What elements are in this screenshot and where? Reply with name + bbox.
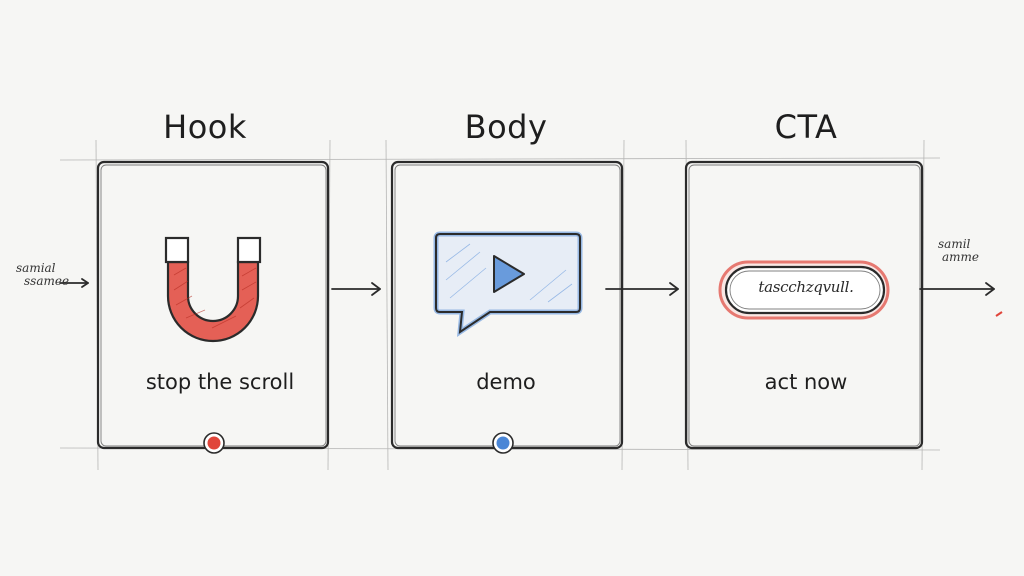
arrow-body-to-cta [605, 282, 679, 296]
arrow-output [919, 282, 995, 296]
cta-button-label: tascchzqvull. [758, 278, 854, 296]
output-scribble-line1: samil [938, 237, 971, 251]
hook-caption: stop the scroll [145, 370, 295, 394]
cta-frame [684, 160, 924, 450]
arrow-hook-to-body [331, 282, 381, 296]
output-scribble: samil amme [938, 238, 979, 264]
input-scribble-line1: samial [16, 261, 56, 275]
input-scribble: samial ssamee [16, 262, 69, 288]
output-scribble-line2: amme [942, 250, 980, 264]
body-caption: demo [476, 370, 536, 394]
red-mark [995, 311, 1003, 317]
magnet-icon [164, 236, 262, 343]
button-icon [718, 260, 890, 320]
hook-frame [96, 160, 330, 450]
cta-title: CTA [774, 108, 838, 146]
input-scribble-line2: ssamee [24, 274, 70, 288]
body-title: Body [464, 108, 548, 146]
hook-status-dot [203, 432, 225, 454]
video-play-icon [433, 231, 583, 338]
hook-title: Hook [163, 108, 247, 146]
body-status-dot [492, 432, 514, 454]
arrow-input [59, 278, 89, 288]
cta-caption: act now [764, 370, 848, 394]
